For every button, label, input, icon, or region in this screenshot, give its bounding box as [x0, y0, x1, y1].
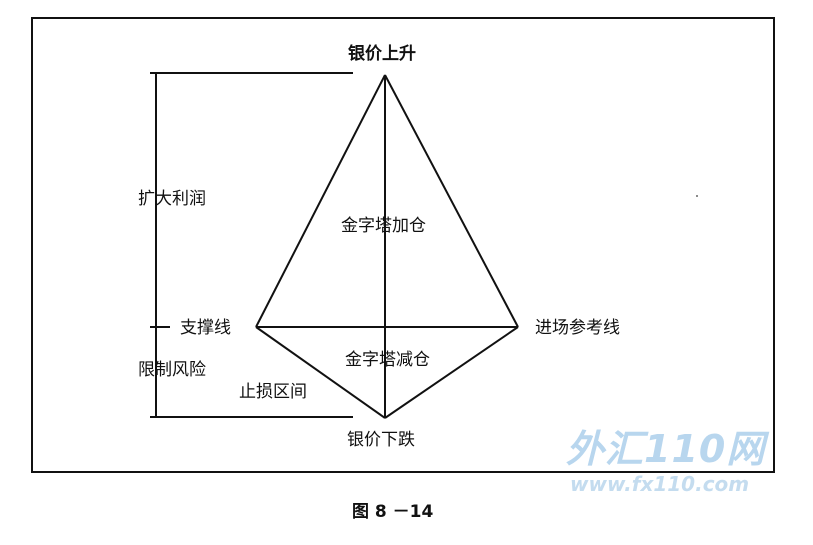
label-pyramid-add: 金字塔加仓 — [341, 216, 426, 236]
figure-caption: 图 8 －14 — [352, 502, 434, 522]
label-price-rise: 银价上升 — [348, 44, 416, 64]
label-pyramid-reduce: 金字塔减仓 — [345, 350, 430, 370]
label-stop-loss: 止损区间 — [239, 382, 307, 402]
label-price-fall: 银价下跌 — [347, 430, 415, 450]
diagram-frame — [31, 17, 775, 473]
label-limit-risk: 限制风险 — [138, 360, 206, 380]
label-expand-profit: 扩大利润 — [138, 189, 206, 209]
watermark-logo: 外汇110网 — [566, 427, 766, 471]
upper-left-edge — [255, 74, 386, 328]
label-entry-line: 进场参考线 — [535, 318, 620, 338]
label-support-line: 支撑线 — [180, 318, 231, 338]
stray-dot — [696, 195, 698, 197]
upper-right-edge — [384, 74, 519, 328]
lower-right-edge — [384, 326, 519, 419]
watermark-url: www.fx110.com — [570, 472, 750, 496]
lower-left-edge — [255, 326, 386, 419]
